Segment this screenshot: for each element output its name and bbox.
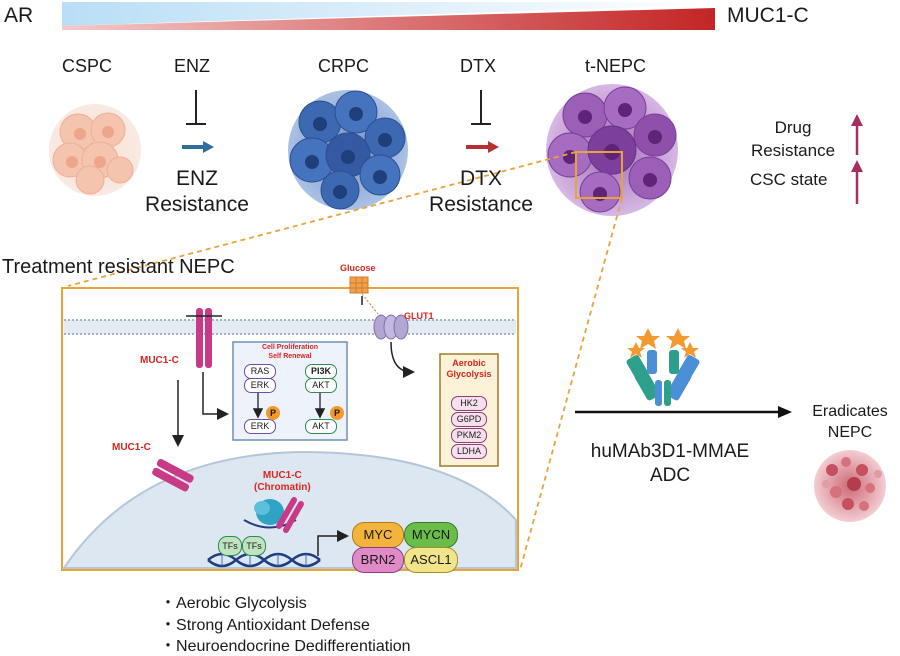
target-mycn: MYCN — [404, 522, 458, 548]
muc1c-membrane-receptor — [186, 308, 222, 368]
pathway-box-title: Cell Proliferation Self Renewal — [261, 344, 318, 360]
cspc-cell-cluster — [49, 104, 141, 196]
ar-gradient-wedge — [62, 2, 715, 26]
erk-phospho-node: ERK — [244, 419, 276, 434]
eradicates-nepc-label: Eradicates NEPC — [812, 403, 888, 441]
muc1c-gradient-wedge — [62, 8, 715, 30]
akt-node: AKT — [305, 378, 337, 393]
drug-enz-label: ENZ — [174, 56, 210, 76]
enzyme-ldha: LDHA — [451, 444, 487, 459]
tf-1: TFs — [218, 536, 242, 556]
stage-crpc-label: CRPC — [318, 56, 370, 76]
bullet-glycolysis: ・Aerobic Glycolysis — [160, 595, 307, 612]
glycolysis-title: Aerobic Glycolysis — [446, 358, 492, 379]
enzyme-hk2: HK2 — [451, 396, 487, 411]
stage-tnepc-label: t-NEPC — [585, 56, 647, 76]
glucose-arrow — [361, 296, 412, 372]
drug-resistance-label: Drug Resistance — [750, 118, 836, 160]
tnepc-cell-cluster — [546, 84, 678, 216]
enz-resistance-label: ENZ Resistance — [145, 167, 249, 216]
dna-to-targets-arrow — [317, 530, 349, 556]
akt-phospho-node: AKT — [305, 419, 337, 434]
muc1c-to-pathway-arrow — [202, 372, 229, 420]
muc1c-cytoplasmic-icon — [152, 458, 194, 492]
muc1c-label: MUC1-C — [727, 4, 809, 27]
dtx-inhibition-icon — [471, 90, 491, 125]
muc1c-chromatin-icon — [276, 497, 304, 533]
pi3k-node: PI3K — [305, 364, 337, 379]
adc-label: huMAb3D1-MMAE ADC — [590, 441, 750, 486]
drug-resistance-up-arrow-icon — [851, 114, 863, 155]
zoom-line-left — [67, 151, 577, 287]
akt-phosphate-badge: P — [330, 406, 344, 420]
target-myc: MYC — [352, 522, 404, 548]
zoom-box — [575, 151, 623, 199]
muc1c-membrane-label: MUC1-C — [140, 355, 179, 366]
target-ascl1: ASCL1 — [404, 547, 458, 573]
dtx-resistance-label: DTX Resistance — [429, 167, 533, 216]
zoom-line-right — [519, 197, 623, 571]
glucose-to-glut1-line — [361, 293, 379, 315]
glucose-cube-icon — [349, 276, 369, 294]
drug-dtx-label: DTX — [460, 56, 496, 76]
glut1-transporter-icon — [373, 314, 409, 340]
tf-2: TFs — [242, 536, 266, 556]
crpc-cell-cluster — [288, 90, 408, 210]
enzyme-pkm2: PKM2 — [451, 428, 487, 443]
inset-title: Treatment resistant NEPC — [2, 256, 235, 278]
csc-up-arrow-icon — [851, 160, 863, 204]
muc1c-chromatin-label: MUC1-C (Chromatin) — [254, 470, 311, 493]
ar-label: AR — [4, 4, 34, 27]
antibody-adc-icon — [626, 328, 700, 406]
dtx-resistance-arrow-icon — [466, 141, 499, 153]
enz-inhibition-icon — [186, 90, 206, 125]
enzyme-g6pd: G6PD — [451, 412, 487, 427]
cell-membrane — [64, 319, 516, 335]
bullet-dedifferentiation: ・Neuroendocrine Dedifferentiation — [160, 638, 411, 655]
glucose-label: Glucose — [340, 263, 376, 273]
target-brn2: BRN2 — [352, 547, 404, 573]
enz-resistance-arrow-icon — [182, 141, 214, 153]
ras-node: RAS — [244, 364, 276, 379]
erk-phosphate-badge: P — [266, 406, 280, 420]
bullet-antioxidant: ・Strong Antioxidant Defense — [160, 617, 370, 634]
glut1-label: GLUT1 — [404, 311, 434, 321]
nucleosome-icon — [243, 499, 297, 529]
muc1c-cytoplasmic-label: MUC1-C — [112, 442, 151, 453]
erk-node: ERK — [244, 378, 276, 393]
eradicated-cells-icon — [814, 450, 886, 522]
csc-state-label: CSC state — [750, 170, 828, 189]
adc-arrow-head — [778, 406, 792, 418]
stage-cspc-label: CSPC — [62, 56, 113, 76]
